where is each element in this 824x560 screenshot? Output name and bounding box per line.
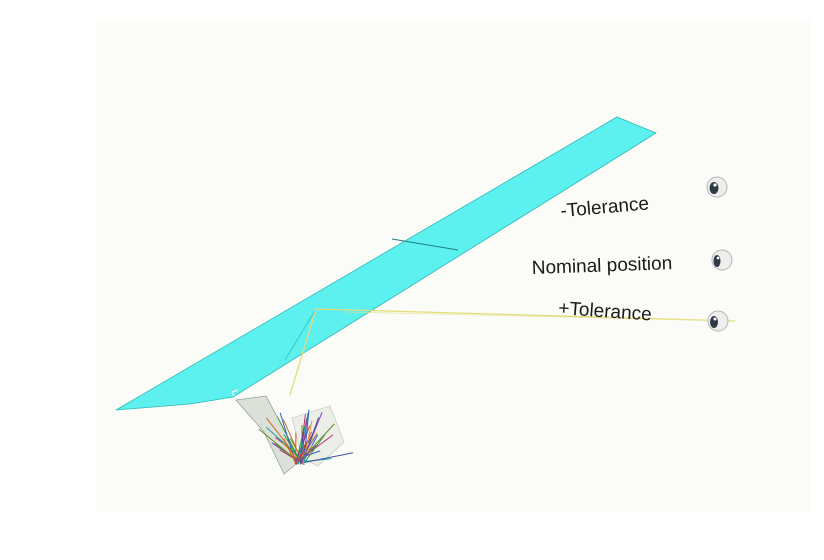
surface-edge-line xyxy=(284,308,317,361)
ray-line xyxy=(288,447,297,460)
cyan-surface xyxy=(115,116,657,411)
ray-line xyxy=(303,434,326,464)
eye-icon xyxy=(706,176,728,198)
ray-line xyxy=(301,442,306,463)
ray-line xyxy=(258,428,297,460)
ray-line xyxy=(302,452,354,464)
diagram-panel xyxy=(96,20,810,512)
surface-seam xyxy=(391,238,459,251)
sight-line-inner xyxy=(345,311,736,322)
ray-line xyxy=(299,431,304,465)
ray-line xyxy=(295,431,313,465)
eye-icon xyxy=(711,249,733,271)
ray-line xyxy=(265,426,305,461)
origin-marker xyxy=(231,389,239,397)
ray-line xyxy=(266,417,300,461)
ray-line xyxy=(283,438,296,463)
ray-line xyxy=(302,434,319,464)
sight-line-vertical xyxy=(289,308,317,396)
eye-icon xyxy=(707,310,729,332)
ray-line xyxy=(303,409,310,462)
ray-bundle xyxy=(258,409,354,466)
ray-line xyxy=(300,412,323,465)
nominal-position-label: Nominal position xyxy=(531,253,672,279)
